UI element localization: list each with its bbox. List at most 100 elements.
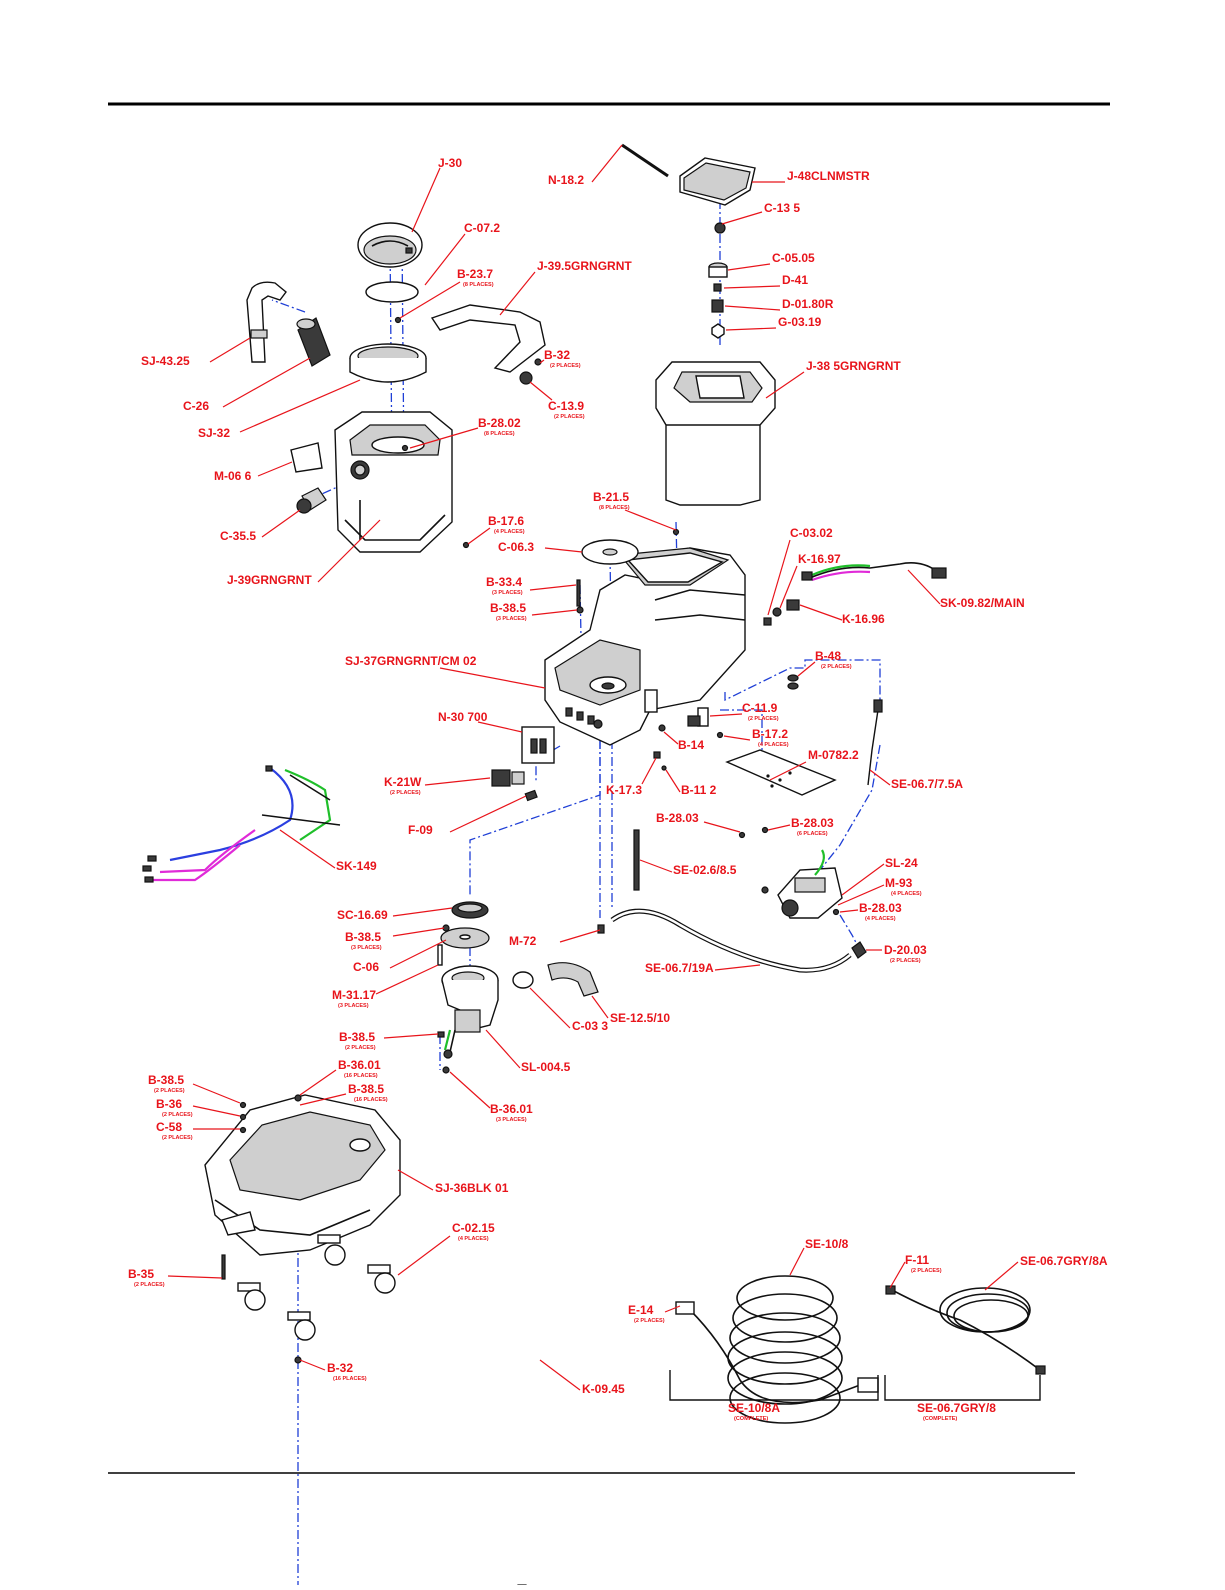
part-quantity-label: (COMPLETE)	[923, 1416, 957, 1422]
part-number-label: C-35.5	[220, 529, 256, 543]
leader-line	[317, 519, 381, 583]
callout-b-38-5: B-38.5(3 PLACES)	[345, 927, 445, 951]
part-quantity-label: (2 PLACES)	[390, 790, 421, 796]
callout-b-11-2: B-11 2	[665, 769, 717, 797]
leader-line	[641, 757, 657, 785]
callout-f-11: F-11(2 PLACES)	[889, 1253, 942, 1289]
part-quantity-label: (16 PLACES)	[344, 1073, 378, 1079]
part-labels: J-30C-07.2B-23.7(8 PLACES)J-39.5GRNGRNTS…	[128, 144, 1108, 1422]
part-quantity-label: (2 PLACES)	[162, 1135, 193, 1141]
part-number-label: J-38 5GRNGRNT	[806, 359, 901, 373]
callout-sj-37grngrnt-cm-02: SJ-37GRNGRNT/CM 02	[345, 654, 546, 689]
part-number-label: E-14	[628, 1303, 654, 1317]
callout-se-06-7gry-8a: SE-06.7GRY/8A	[984, 1254, 1108, 1291]
leader-line	[544, 547, 583, 553]
part-number-label: B-14	[678, 738, 704, 752]
callout-b-28-03: B-28.03	[656, 811, 741, 833]
part-pump-sl24	[761, 849, 843, 919]
part-number-label: B-48	[815, 649, 841, 663]
callout-b-23-7: B-23.7(8 PLACES)	[399, 267, 494, 319]
part-disc-c063	[581, 539, 639, 565]
callout-se-10-8: SE-10/8	[789, 1237, 849, 1276]
part-k173	[653, 751, 661, 759]
part-tank-j385	[655, 361, 776, 506]
part-b36-tray	[239, 1113, 247, 1121]
callout-b-38-5: B-38.5(2 PLACES)	[339, 1030, 439, 1051]
leader-line	[767, 539, 791, 616]
callout-j-48clnmstr: J-48CLNMSTR	[752, 169, 870, 183]
part-number-label: C-02.15	[452, 1221, 495, 1235]
callout-k-16-96: K-16.96	[799, 604, 885, 626]
callout-b-17-2: B-17.2(4 PLACES)	[723, 727, 789, 748]
callout-c-11-9: C-11.9(2 PLACES)	[709, 701, 779, 722]
part-number-label: K-09.45	[582, 1382, 625, 1396]
part-quantity-label: (4 PLACES)	[458, 1236, 489, 1242]
callout-b-36-01: B-36.01(16 PLACES)	[299, 1058, 381, 1096]
part-number-label: SJ-43.25	[141, 354, 190, 368]
part-number-label: SE-12.5/10	[610, 1011, 670, 1025]
part-number-label: B-11 2	[681, 783, 717, 797]
part-number-label: C-06.3	[498, 540, 534, 554]
part-number-label: D-41	[782, 273, 808, 287]
part-screw-b2802	[401, 444, 409, 452]
leader-line	[167, 1275, 223, 1279]
part-disc-c06	[440, 927, 490, 949]
part-ring-sj32	[349, 343, 427, 383]
part-quantity-label: (8 PLACES)	[484, 431, 515, 437]
callout-sj-43-25: SJ-43.25	[141, 337, 251, 368]
part-quantity-label: (2 PLACES)	[911, 1268, 942, 1274]
leader-line	[529, 584, 577, 591]
leader-line	[799, 604, 843, 621]
part-k1696	[786, 599, 800, 611]
part-number-label: SE-10/8A	[728, 1401, 780, 1415]
callout-k-09-45: K-09.45	[539, 1359, 625, 1396]
part-label-m066	[290, 442, 323, 473]
part-nut-c139	[519, 371, 533, 385]
leader-line	[727, 263, 771, 271]
callout-b-21-5: B-21.5(8 PLACES)	[593, 490, 677, 531]
callout-d-41: D-41	[723, 273, 808, 289]
part-number-label: SC-16.69	[337, 908, 388, 922]
part-lid-j48	[679, 157, 756, 206]
leader-line	[389, 939, 447, 969]
part-switch-k21w	[491, 769, 525, 787]
part-hose-se108	[675, 1275, 879, 1424]
leader-line	[409, 427, 479, 449]
callout-c-06: C-06	[353, 939, 447, 974]
callout-c-06-3: C-06.3	[498, 540, 583, 554]
part-b35	[221, 1254, 226, 1280]
leader-line	[449, 1071, 491, 1109]
callout-c-58: C-58(2 PLACES)	[156, 1120, 240, 1141]
leader-line	[765, 371, 805, 399]
leader-line	[591, 144, 623, 183]
callout-c-35-5: C-35.5	[220, 509, 301, 543]
part-elbow-se12510	[547, 962, 599, 997]
leader-line	[439, 667, 546, 689]
part-number-label: C-58	[156, 1120, 182, 1134]
part-number-label: C-26	[183, 399, 209, 413]
part-clamp-c033	[512, 971, 534, 989]
part-number-label: B-38.5	[339, 1030, 375, 1044]
leader-line	[477, 721, 523, 733]
part-quantity-label: (3 PLACES)	[496, 616, 527, 622]
part-quantity-label: (2 PLACES)	[134, 1282, 165, 1288]
leader-line	[499, 271, 536, 316]
part-quantity-label: (2 PLACES)	[162, 1112, 193, 1118]
part-number-label: C-03 3	[572, 1019, 608, 1033]
leader-line	[449, 795, 527, 833]
callout-j-39-5grngrnt: J-39.5GRNGRNT	[499, 259, 632, 316]
part-number-label: SJ-37GRNGRNT/CM 02	[345, 654, 477, 668]
leader-line	[209, 337, 251, 363]
leader-line	[709, 713, 743, 717]
part-b32-top	[534, 358, 542, 366]
part-m3117	[437, 944, 443, 966]
part-number-label: B-28.03	[656, 811, 699, 825]
callout-b-17-6: B-17.6(4 PLACES)	[467, 514, 525, 545]
callout-j-39grngrnt: J-39GRNGRNT	[227, 519, 381, 587]
leader-line	[539, 359, 545, 364]
leader-line	[767, 824, 791, 831]
leader-line	[529, 987, 571, 1029]
part-quantity-label: (3 PLACES)	[351, 945, 382, 951]
leader-line	[723, 285, 781, 289]
leader-line	[841, 863, 885, 896]
